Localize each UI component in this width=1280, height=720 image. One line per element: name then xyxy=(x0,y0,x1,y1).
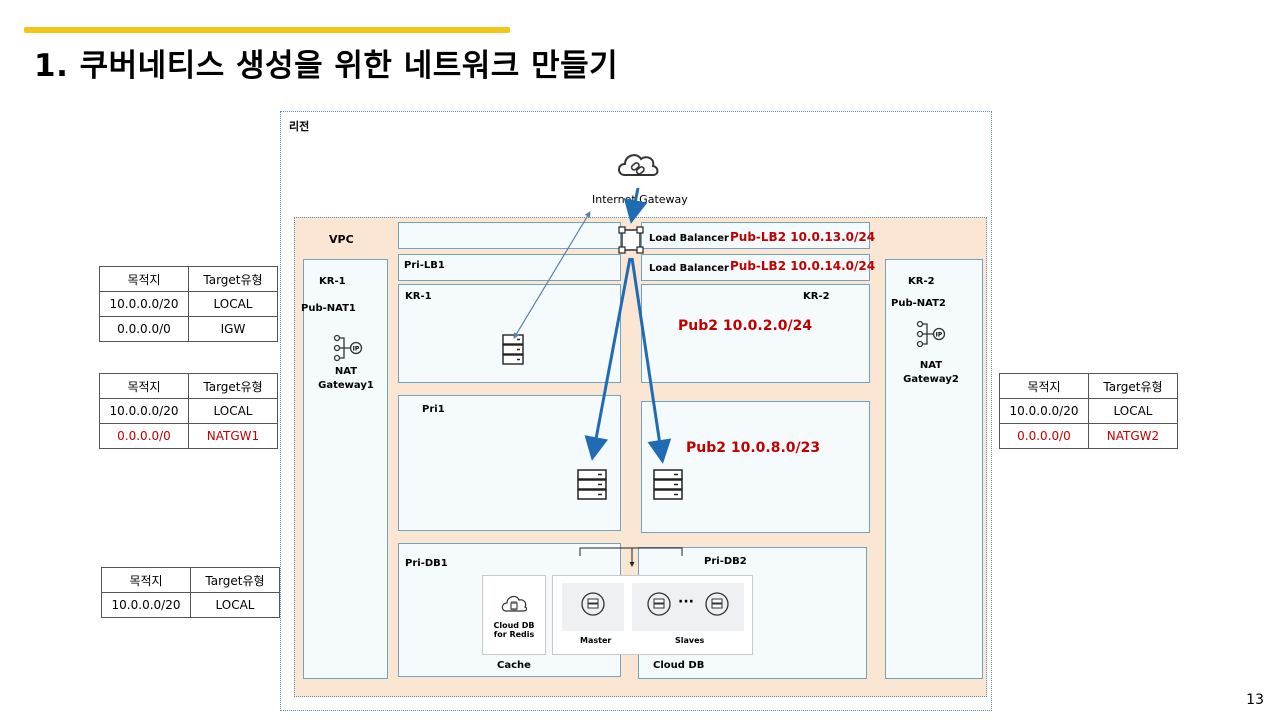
server-icon xyxy=(577,469,607,500)
lb-row2-label: Load Balancer xyxy=(649,263,729,274)
rt-dest-cell: 10.0.0.0/20 xyxy=(999,398,1089,424)
pri-lb1-label: Pri-LB1 xyxy=(404,260,445,271)
nat-gateway1-label: NAT Gateway1 xyxy=(318,366,374,391)
lb-row1-label: Load Balancer xyxy=(649,233,729,244)
db-replication-line xyxy=(579,547,683,556)
kr1-subnet-label: KR-1 xyxy=(405,291,432,302)
cache-service-box xyxy=(482,575,546,655)
rt-header-dest: 목적지 xyxy=(99,266,189,292)
lb-row2-subnet: Pub-LB2 10.0.14.0/24 xyxy=(730,259,876,273)
database-icon xyxy=(647,592,671,616)
cloud-db-redis-label: Cloud DB for Redis xyxy=(493,621,535,639)
kr1-public-nat-zone xyxy=(303,259,388,679)
rt-target-cell: LOCAL xyxy=(1088,398,1178,424)
kr2-public-nat-zone xyxy=(885,259,983,679)
slaves-label: Slaves xyxy=(675,636,705,645)
pub2-b-subnet-label: Pub2 10.0.8.0/23 xyxy=(686,440,821,456)
kr2-zone-label: KR-2 xyxy=(908,276,935,287)
pri1-right-subnet-box xyxy=(641,401,870,533)
kr2-subnet-label: KR-2 xyxy=(803,291,830,302)
database-icon xyxy=(705,592,729,616)
pri-lb1-box xyxy=(398,254,621,281)
rt-dest-cell: 0.0.0.0/0 xyxy=(999,423,1089,449)
igw-to-lb-arrow xyxy=(623,187,648,224)
pub-nat2-label: Pub-NAT2 xyxy=(891,298,946,309)
pri1-label: Pri1 xyxy=(422,404,445,415)
cache-label: Cache xyxy=(497,660,531,671)
lb-row2-right xyxy=(641,254,870,281)
rt-target-cell: LOCAL xyxy=(190,592,280,618)
load-balancer-icon xyxy=(618,226,644,254)
rt-header-dest: 목적지 xyxy=(101,567,191,593)
pri1-subnet-box xyxy=(398,395,621,531)
server-icon xyxy=(502,334,524,365)
kr2-subnet-box xyxy=(641,284,870,383)
rt-dest-cell: 0.0.0.0/0 xyxy=(99,423,189,449)
nat-gateway-icon: IP xyxy=(916,320,946,348)
rt-header-target: Target유형 xyxy=(188,373,278,399)
rt-header-target: Target유형 xyxy=(190,567,280,593)
ip-badge-text: IP xyxy=(353,346,360,353)
lb-row1-subnet: Pub-LB2 10.0.13.0/24 xyxy=(730,230,876,244)
rt-dest-cell: 10.0.0.0/20 xyxy=(99,398,189,424)
ellipsis-text: ··· xyxy=(678,594,694,610)
rt-target-cell: LOCAL xyxy=(188,291,278,317)
kr1-zone-label: KR-1 xyxy=(319,276,346,287)
rt-target-cell: NATGW2 xyxy=(1088,423,1178,449)
database-icon xyxy=(581,592,605,616)
ip-badge-text: IP xyxy=(936,332,943,339)
lb-to-server-right-arrow xyxy=(630,257,672,464)
kr1-subnet-box xyxy=(398,284,621,383)
slaves-node-box xyxy=(632,583,744,631)
nat-gateway2-label: NAT Gateway2 xyxy=(903,360,959,385)
rt-dest-cell: 10.0.0.0/20 xyxy=(99,291,189,317)
rt-header-target: Target유형 xyxy=(188,266,278,292)
pub2-a-subnet-label: Pub2 10.0.2.0/24 xyxy=(678,318,813,334)
rt-target-cell: NATGW1 xyxy=(188,423,278,449)
title-accent-bar xyxy=(24,27,510,33)
pub-nat1-label: Pub-NAT1 xyxy=(301,303,356,314)
rt-dest-cell: 10.0.0.0/20 xyxy=(101,592,191,618)
kr1-to-igw-arrow xyxy=(513,211,591,339)
pri-db2-label: Pri-DB2 xyxy=(704,556,747,567)
lb-row1-left xyxy=(398,222,621,249)
internet-gateway-icon xyxy=(618,154,659,176)
rt-header-dest: 목적지 xyxy=(99,373,189,399)
cloud-db-label: Cloud DB xyxy=(653,660,705,671)
nat-gateway-icon: IP xyxy=(333,334,363,362)
rt-header-target: Target유형 xyxy=(1088,373,1178,399)
region-label: 리전 xyxy=(289,120,310,133)
lb-to-server-left-arrow xyxy=(584,257,632,461)
vpc-label: VPC xyxy=(329,233,354,246)
pri-db1-label: Pri-DB1 xyxy=(405,558,448,569)
lb-row1-right xyxy=(641,222,870,249)
page-number: 13 xyxy=(1246,692,1264,708)
cloud-db-redis-icon xyxy=(501,595,527,612)
rt-header-dest: 목적지 xyxy=(999,373,1089,399)
region-container xyxy=(280,111,992,711)
master-label: Master xyxy=(580,636,612,645)
page-title: 1. 쿠버네티스 생성을 위한 네트워크 만들기 xyxy=(34,48,619,84)
rt-dest-cell: 0.0.0.0/0 xyxy=(99,316,189,342)
rt-target-cell: IGW xyxy=(188,316,278,342)
server-icon xyxy=(653,469,683,500)
rt-target-cell: LOCAL xyxy=(188,398,278,424)
